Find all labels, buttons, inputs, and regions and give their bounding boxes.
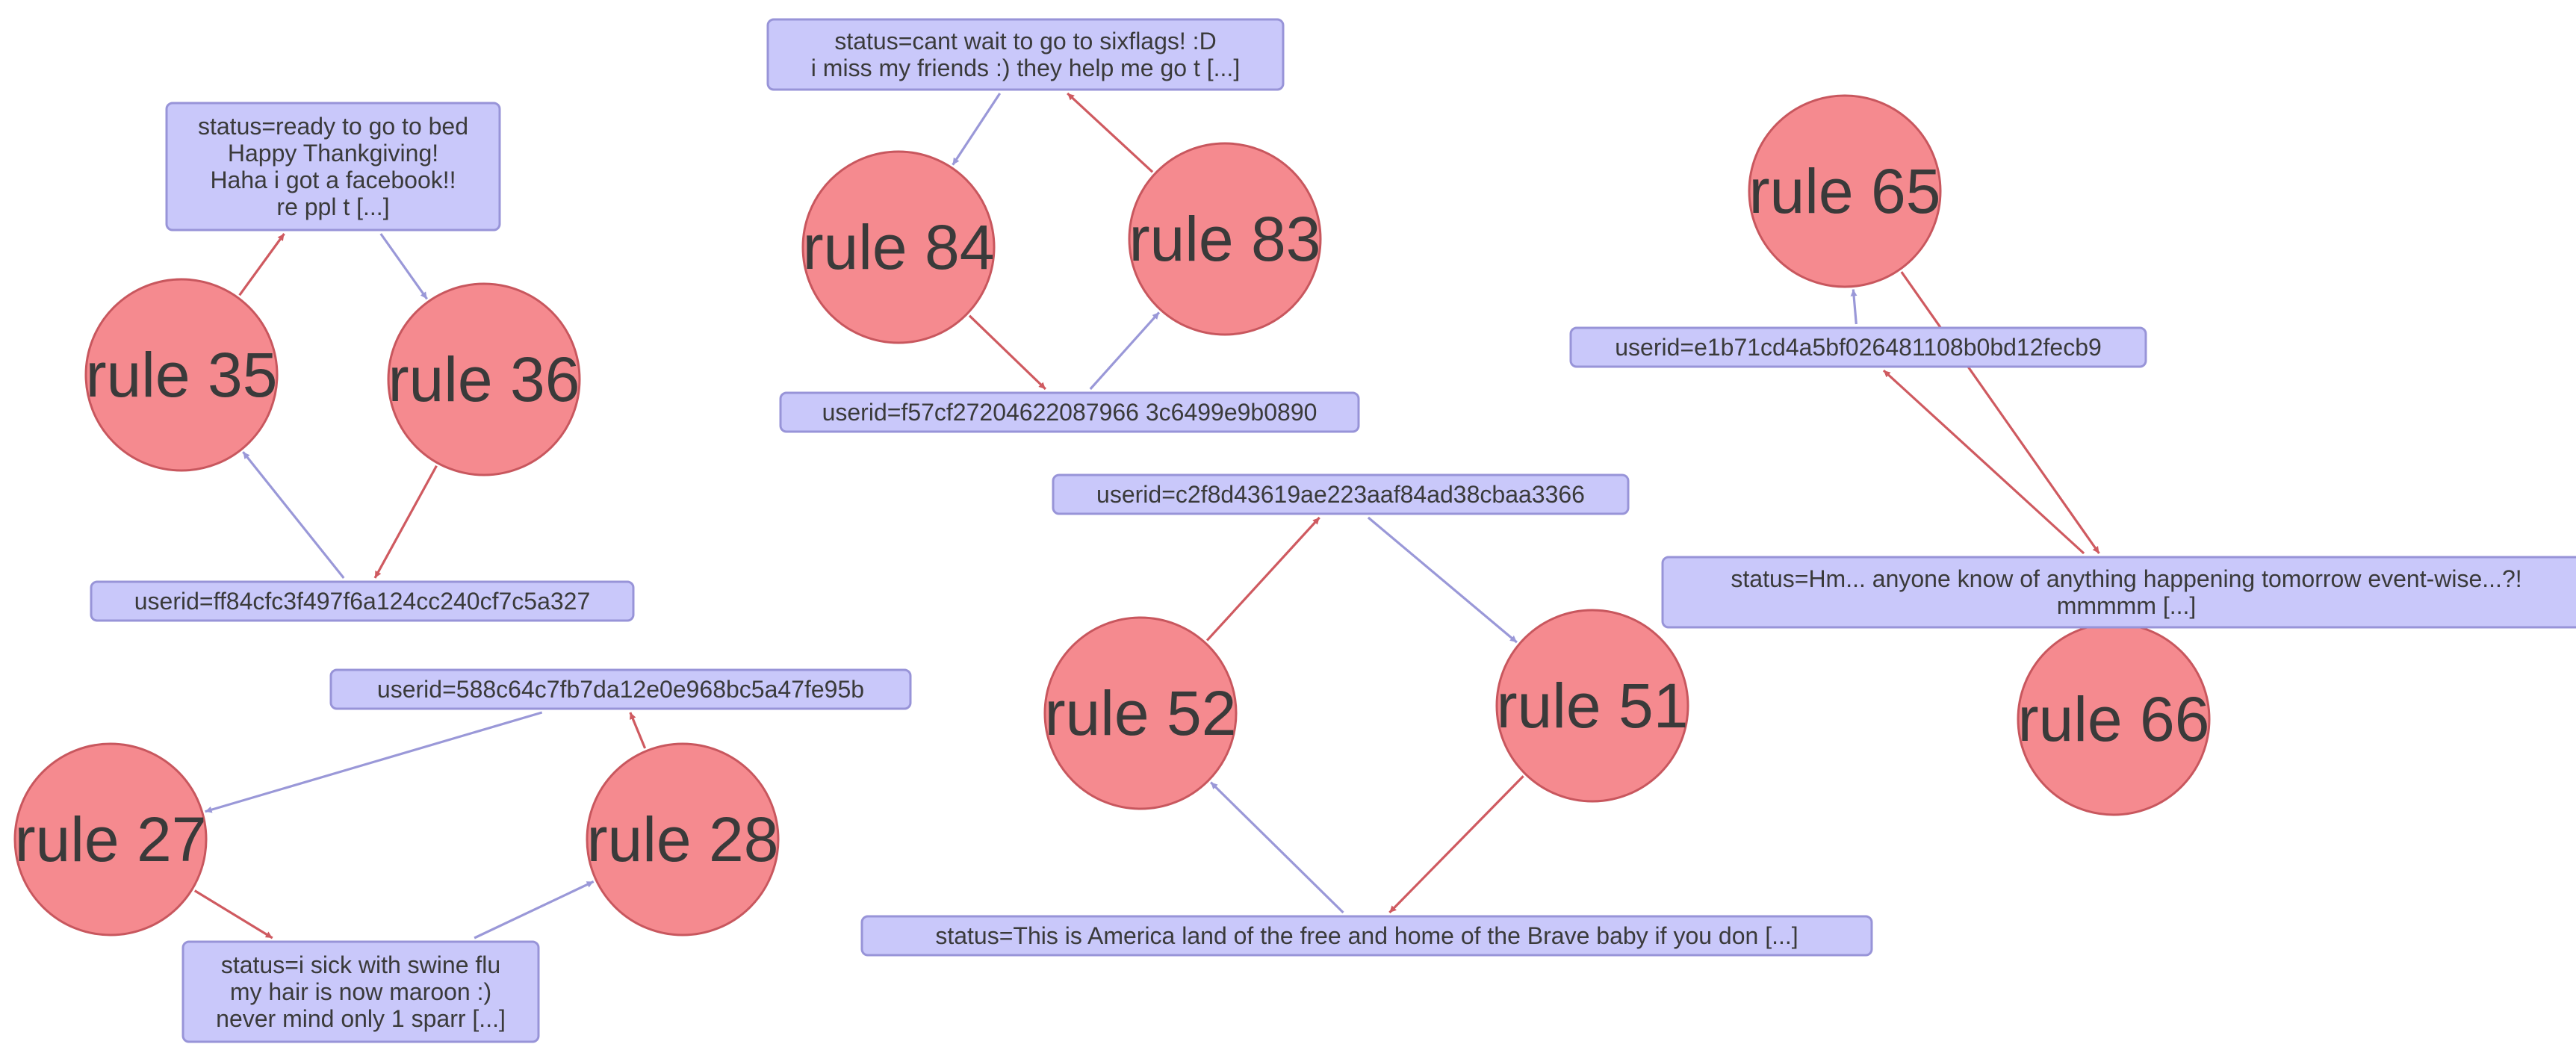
edge-r35-to-s_bed xyxy=(238,233,285,296)
edge-r51-to-s_america xyxy=(1388,775,1524,914)
rule-node-label: rule 35 xyxy=(86,340,278,410)
edge-u_e1b7-to-r65 xyxy=(1850,289,1857,325)
edge-r84-to-u_f57c xyxy=(968,314,1046,391)
data-node-text-line: Haha i got a facebook!! xyxy=(210,167,456,193)
data-node-box xyxy=(1052,473,1630,515)
rule-node-label: rule 27 xyxy=(15,804,207,875)
rule-node-circle xyxy=(1043,616,1238,810)
rule-node-r84[interactable]: rule 84 xyxy=(801,150,996,344)
edge-s_sixflags-to-r84 xyxy=(952,93,1002,166)
edge-r36-to-u_ff84 xyxy=(373,465,438,579)
rule-node-circle xyxy=(13,742,208,936)
data-node-box xyxy=(90,580,635,622)
data-node-text-line: status=ready to go to bed xyxy=(198,113,468,140)
rule-node-circle xyxy=(1128,142,1322,336)
data-node-u_f57c[interactable]: userid=f57cf27204622087966 3c6499e9b0890 xyxy=(779,391,1360,433)
data-node-text-line: status=This is America land of the free … xyxy=(935,922,1798,949)
data-node-text-line: status=i sick with swine flu xyxy=(221,951,500,978)
rule-node-r36[interactable]: rule 36 xyxy=(387,282,581,476)
edge-layer xyxy=(193,92,2126,939)
rule-node-label: rule 51 xyxy=(1497,671,1689,741)
data-node-text-line: i miss my friends :) they help me go t [… xyxy=(811,55,1240,81)
data-node-box xyxy=(779,391,1360,433)
data-node-box xyxy=(329,668,912,710)
rule-node-circle xyxy=(801,150,996,344)
data-node-text-line: userid=e1b71cd4a5bf026481108b0bd12fecb9 xyxy=(1615,334,2102,361)
edge-u_ff84-to-r35 xyxy=(242,451,345,579)
data-node-text-line: status=Hm... anyone know of anything hap… xyxy=(1731,565,2521,592)
data-node-box xyxy=(1569,326,2147,368)
edge-s_hm-to-u_e1b7 xyxy=(1882,369,2085,555)
data-node-text-line: userid=c2f8d43619ae223aaf84ad38cbaa3366 xyxy=(1096,481,1585,508)
rule-node-label: rule 36 xyxy=(388,344,580,414)
rule-node-r66[interactable]: rule 66 xyxy=(2017,622,2211,816)
rule-node-label: rule 28 xyxy=(587,804,779,875)
rule-node-r83[interactable]: rule 83 xyxy=(1128,142,1322,336)
rule-node-circle xyxy=(1495,609,1689,803)
data-node-text-line: status=cant wait to go to sixflags! :D xyxy=(834,28,1216,55)
rule-node-r51[interactable]: rule 51 xyxy=(1495,609,1689,803)
rule-node-circle xyxy=(586,742,780,936)
edge-r83-to-s_sixflags xyxy=(1067,92,1154,173)
rule-node-r65[interactable]: rule 65 xyxy=(1748,94,1942,288)
edge-u_f57c-to-r83 xyxy=(1089,311,1161,391)
rule-node-r52[interactable]: rule 52 xyxy=(1043,616,1238,810)
data-node-u_e1b7[interactable]: userid=e1b71cd4a5bf026481108b0bd12fecb9 xyxy=(1569,326,2147,368)
edge-r65-to-s_hm xyxy=(1900,271,2100,554)
data-node-s_sixflags[interactable]: status=cant wait to go to sixflags! :Di … xyxy=(766,18,1285,91)
rule-node-circle xyxy=(84,278,279,472)
data-node-text-line: my hair is now maroon :) xyxy=(230,978,491,1005)
rule-node-circle xyxy=(1748,94,1942,288)
rule-node-r35[interactable]: rule 35 xyxy=(84,278,279,472)
edge-r52-to-u_c2f8 xyxy=(1205,516,1320,642)
rule-node-label: rule 65 xyxy=(1749,156,1941,226)
data-node-box xyxy=(181,940,540,1043)
edge-u_588c-to-r27 xyxy=(205,711,543,813)
rule-node-label: rule 83 xyxy=(1129,204,1321,274)
data-node-box xyxy=(766,18,1285,91)
data-node-text-line: never mind only 1 sparr [...] xyxy=(216,1005,506,1032)
data-node-s_america[interactable]: status=This is America land of the free … xyxy=(860,915,1873,957)
data-node-u_c2f8[interactable]: userid=c2f8d43619ae223aaf84ad38cbaa3366 xyxy=(1052,473,1630,515)
edge-r27-to-s_swine xyxy=(193,889,273,939)
data-node-u_588c[interactable]: userid=588c64c7fb7da12e0e968bc5a47fe95b xyxy=(329,668,912,710)
rule-node-label: rule 52 xyxy=(1045,678,1237,748)
edge-s_swine-to-r28 xyxy=(474,880,595,939)
data-node-text-line: userid=ff84cfc3f497f6a124cc240cf7c5a327 xyxy=(134,588,591,615)
edge-r28-to-u_588c xyxy=(629,712,647,749)
rule-node-label: rule 66 xyxy=(2018,684,2210,754)
data-node-box xyxy=(165,102,501,232)
data-node-text-line: userid=588c64c7fb7da12e0e968bc5a47fe95b xyxy=(377,676,864,703)
edge-s_bed-to-r36 xyxy=(379,233,428,300)
rule-node-circle xyxy=(387,282,581,476)
data-node-text-line: Happy Thankgiving! xyxy=(228,140,438,167)
data-node-text-line: userid=f57cf27204622087966 3c6499e9b0890 xyxy=(822,399,1318,426)
edge-s_america-to-r52 xyxy=(1209,781,1344,914)
rule-node-label: rule 84 xyxy=(803,212,995,282)
data-node-box xyxy=(860,915,1873,957)
node-layer: rule 35 rule 36 rule 84 rule 83 rule 65 rule … xyxy=(13,18,2576,1043)
rule-node-r27[interactable]: rule 27 xyxy=(13,742,208,936)
data-node-u_ff84[interactable]: userid=ff84cfc3f497f6a124cc240cf7c5a327 xyxy=(90,580,635,622)
data-node-box xyxy=(1661,556,2576,629)
rule-node-r28[interactable]: rule 28 xyxy=(586,742,780,936)
edge-u_c2f8-to-r51 xyxy=(1367,516,1518,644)
data-node-text-line: mmmmm [...] xyxy=(2057,592,2197,619)
data-node-s_hm[interactable]: status=Hm... anyone know of anything hap… xyxy=(1661,556,2576,629)
data-node-text-line: re ppl t [...] xyxy=(276,193,389,220)
